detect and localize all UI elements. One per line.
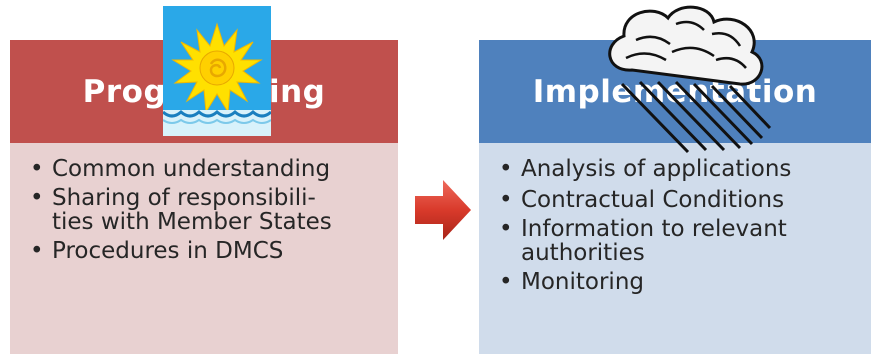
rain-cloud-icon [608, 5, 772, 154]
programming-item-2: Sharing of responsibili- ties with Membe… [30, 186, 392, 234]
implementation-item-2: Contractual Conditions [499, 186, 865, 214]
implementation-body: Analysis of applications Contractual Con… [479, 143, 871, 354]
programming-item-1: Common understanding [30, 155, 392, 183]
programming-item-3: Procedures in DMCS [30, 237, 392, 265]
right-arrow-icon [415, 180, 471, 240]
sun-over-water-icon [163, 6, 271, 136]
implementation-list: Analysis of applications Contractual Con… [499, 155, 865, 299]
programming-list: Common understanding Sharing of responsi… [30, 155, 392, 268]
implementation-title: Implementation [532, 73, 818, 110]
programming-body: Common understanding Sharing of responsi… [10, 143, 398, 354]
implementation-item-1: Analysis of applications [499, 155, 865, 183]
implementation-item-4: Monitoring [499, 268, 865, 296]
implementation-item-3: Information to relevant authorities [499, 217, 865, 265]
